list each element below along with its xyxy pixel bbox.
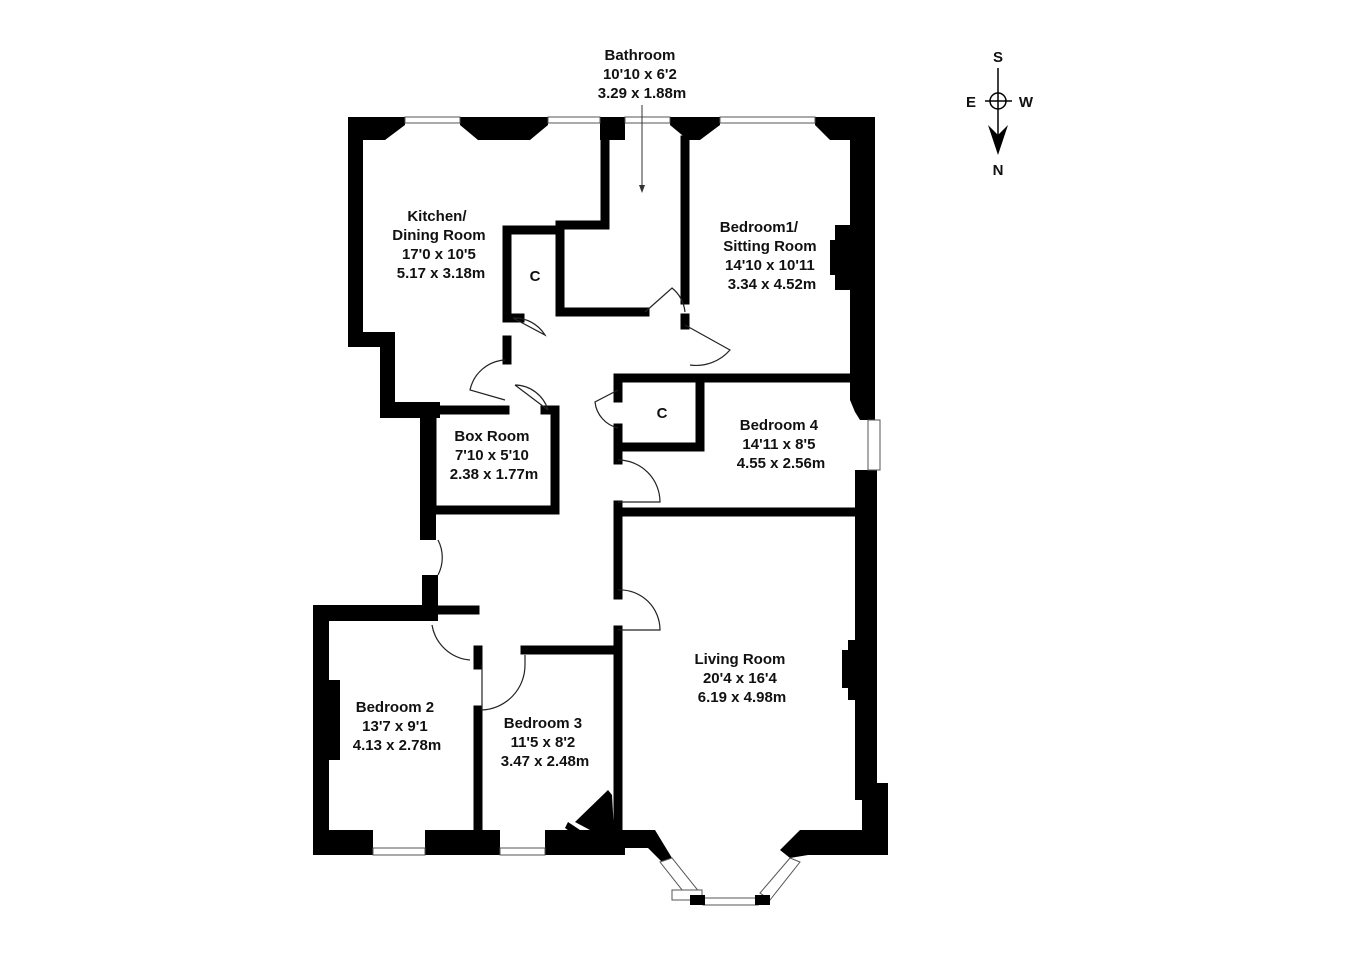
bathroom-pointer-arrow (639, 105, 645, 193)
windows (372, 116, 881, 906)
compass-label-up: S (993, 49, 1003, 66)
bathroom-label: Bathroom 10'10 x 6'2 3.29 x 1.88m (598, 47, 686, 102)
bedroom2-label: Bedroom 2 13'7 x 9'1 4.13 x 2.78m (353, 699, 441, 754)
bedroom4-label: Bedroom 4 14'11 x 8'5 4.55 x 2.56m (737, 417, 825, 472)
cupboard-b-label: C (657, 405, 668, 422)
living-room-label: Living Room 20'4 x 16'4 6.19 x 4.98m (695, 651, 790, 706)
kitchen-dining-label: Kitchen/ Dining Room 17'0 x 10'5 5.17 x … (392, 208, 490, 282)
compass-label-right: W (1019, 94, 1034, 111)
compass-icon: S N E W (966, 49, 1034, 179)
outer-walls (313, 117, 888, 862)
room-labels: Bathroom 10'10 x 6'2 3.29 x 1.88m Kitche… (353, 47, 825, 770)
door-swings (431, 287, 731, 711)
bedroom3-label: Bedroom 3 11'5 x 8'2 3.47 x 2.48m (501, 715, 589, 770)
compass-label-left: E (966, 94, 976, 111)
internal-walls (427, 120, 863, 840)
compass-label-down: N (993, 162, 1004, 179)
bedroom1-sitting-label: Bedroom1/ Sitting Room 14'10 x 10'11 3.3… (720, 219, 821, 293)
box-room-label: Box Room 7'10 x 5'10 2.38 x 1.77m (450, 428, 538, 483)
cupboard-a-label: C (530, 268, 541, 285)
